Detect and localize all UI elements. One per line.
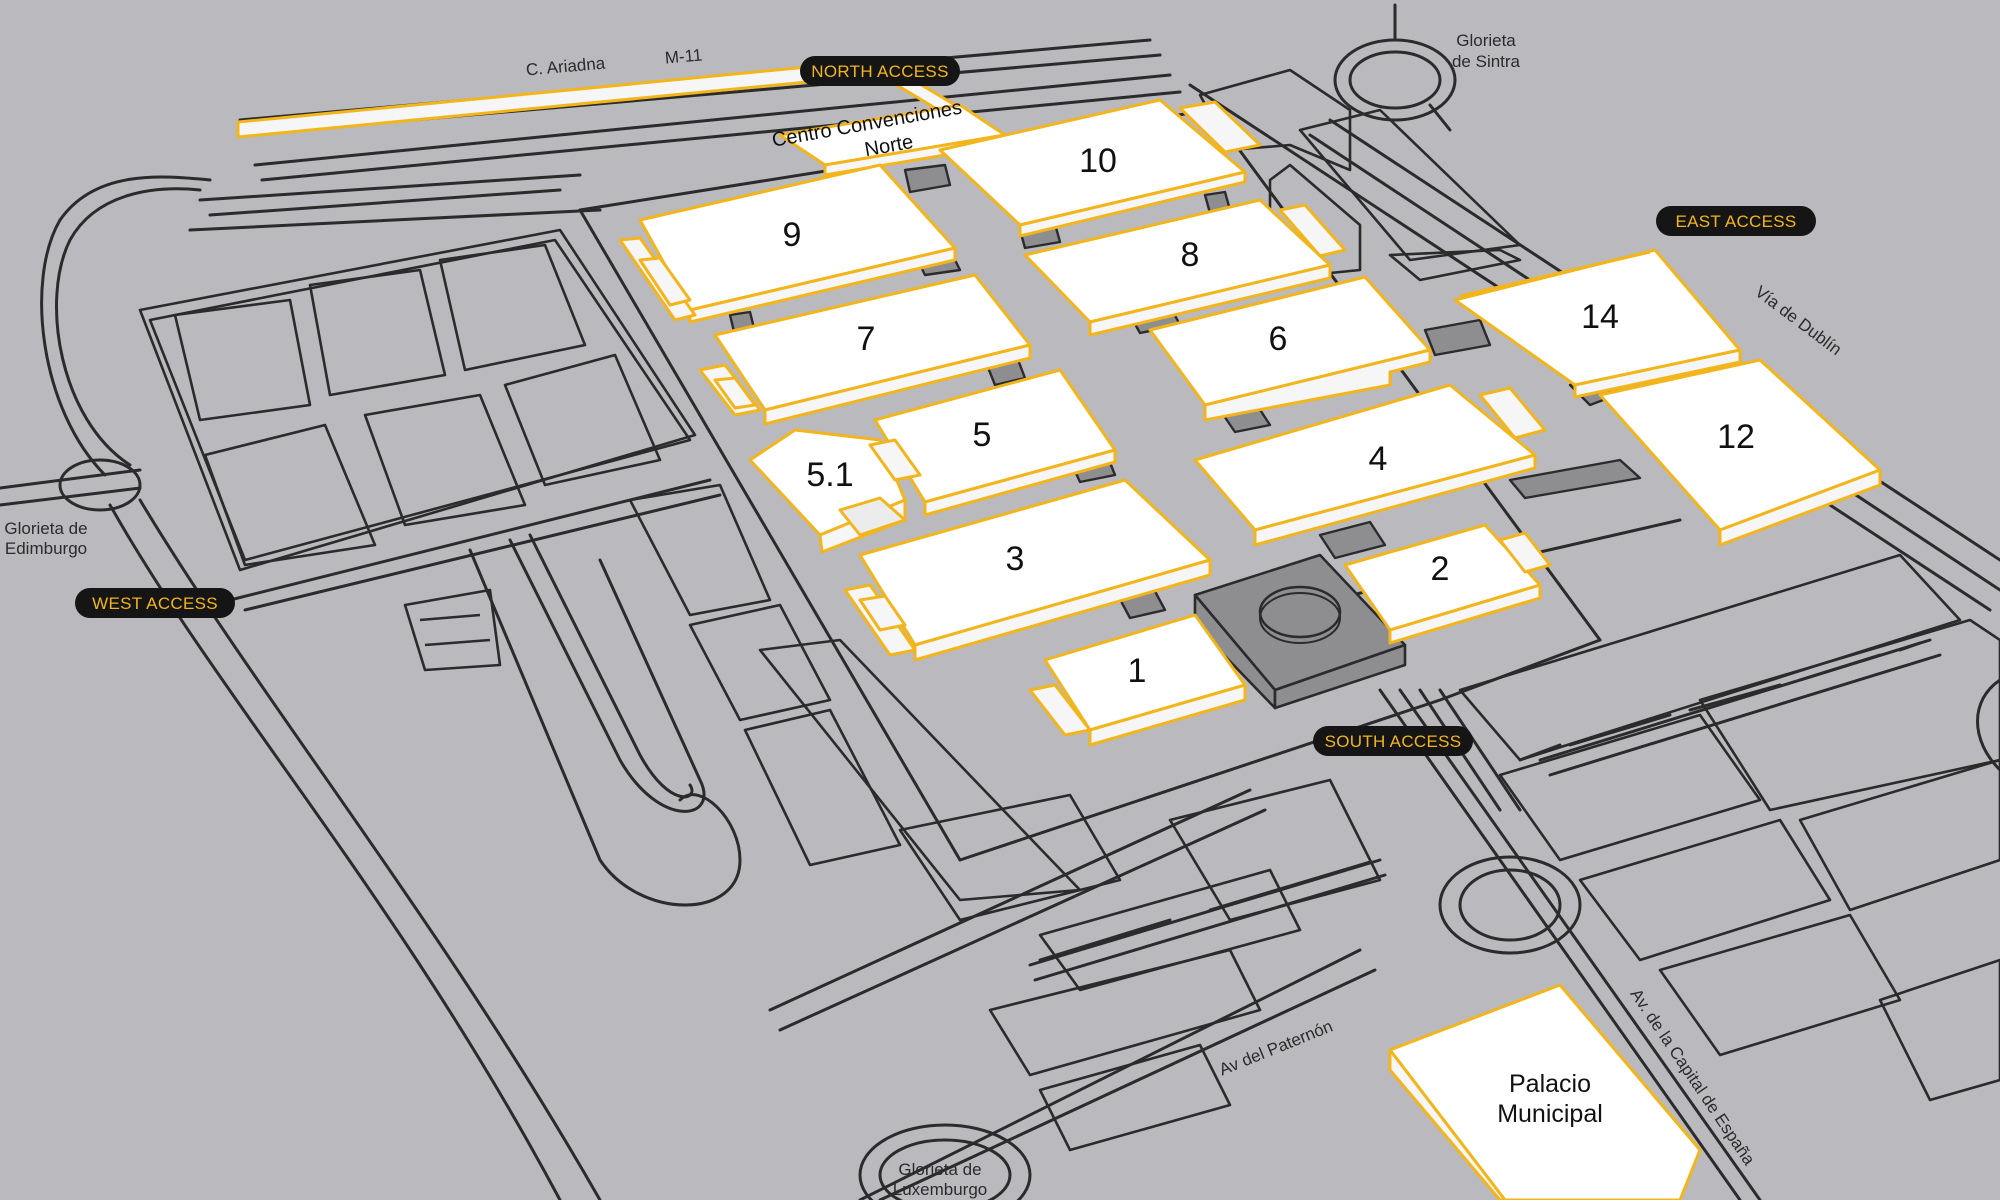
street-via-dublin: Vía de Dublín <box>1751 282 1845 359</box>
east-access-badge[interactable]: EAST ACCESS <box>1656 206 1816 236</box>
hall-6-label: 6 <box>1269 320 1288 358</box>
west-access-badge[interactable]: WEST ACCESS <box>75 588 235 618</box>
glorieta-edimburgo-line2: Edimburgo <box>5 539 87 558</box>
hall-9-label: 9 <box>783 216 802 254</box>
hall-10-label: 10 <box>1079 142 1117 180</box>
south-access-badge[interactable]: SOUTH ACCESS <box>1313 726 1473 756</box>
hall-12-label: 12 <box>1717 418 1755 456</box>
hall-2-label: 2 <box>1431 550 1450 588</box>
glorieta-edimburgo-line1: Glorieta de <box>4 519 87 538</box>
hall-14-label: 14 <box>1581 298 1619 336</box>
street-av-paternon: Av del Paternón <box>1216 1016 1335 1079</box>
hall-8-label: 8 <box>1181 236 1200 274</box>
hall-5-1-label: 5.1 <box>806 456 853 494</box>
hall-4-label: 4 <box>1369 440 1388 478</box>
palacio-municipal-label-line2: Municipal <box>1497 1100 1603 1128</box>
glorieta-luxemburgo-line1: Glorieta de <box>898 1160 981 1179</box>
hall-3-label: 3 <box>1006 540 1025 578</box>
west-access-label: WEST ACCESS <box>92 594 218 613</box>
south-access-label: SOUTH ACCESS <box>1325 732 1462 751</box>
glorieta-sintra-line2: de Sintra <box>1452 52 1521 71</box>
street-m11: M-11 <box>664 45 703 67</box>
glorieta-sintra-line1: Glorieta <box>1456 31 1516 50</box>
central-plaza <box>1193 553 1407 710</box>
hall-7-label: 7 <box>857 320 876 358</box>
hall-1-label: 1 <box>1128 652 1147 690</box>
palacio-municipal-label-line1: Palacio <box>1509 1070 1591 1098</box>
east-access-label: EAST ACCESS <box>1675 212 1796 231</box>
exhibition-halls <box>236 58 1882 1200</box>
north-access-label: NORTH ACCESS <box>811 62 948 81</box>
north-access-badge[interactable]: NORTH ACCESS <box>800 56 960 86</box>
street-c-ariadna: C. Ariadna <box>525 54 606 80</box>
hall-5-label: 5 <box>973 416 992 454</box>
glorieta-luxemburgo-line2: Luxemburgo <box>893 1180 988 1199</box>
